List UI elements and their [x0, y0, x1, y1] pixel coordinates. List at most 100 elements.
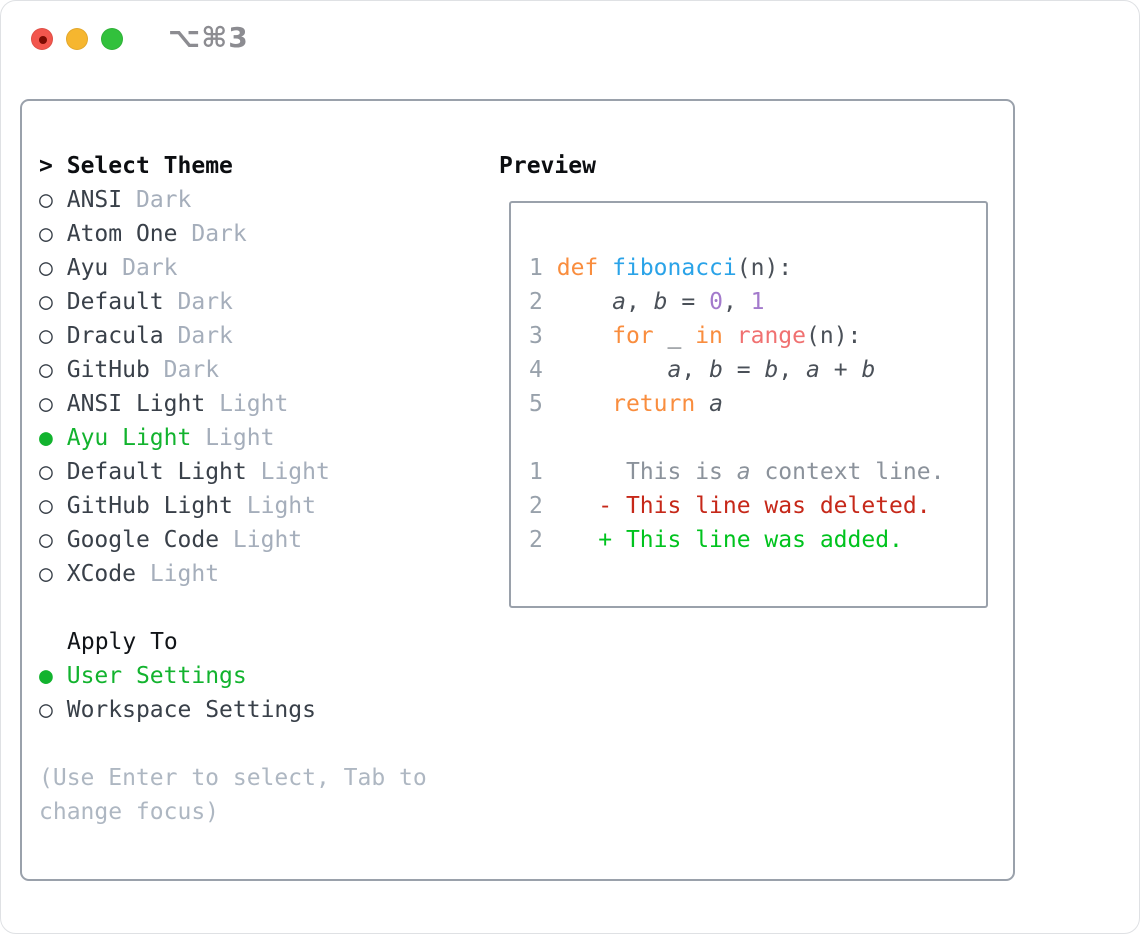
code-token: _	[653, 323, 696, 349]
theme-list: ○ ANSI Dark○ Atom One Dark○ Ayu Dark○ De…	[39, 183, 427, 591]
code-token: context line.	[750, 459, 945, 485]
radio-icon: ○	[39, 255, 53, 281]
code-token: - This line was deleted.	[598, 493, 931, 519]
line-number: 2	[529, 527, 543, 553]
radio-icon: ○	[39, 289, 53, 315]
theme-picker-panel: > Select Theme ○ ANSI Dark○ Atom One Dar…	[20, 99, 1015, 881]
theme-option-ayu-light[interactable]: ● Ayu Light Light	[39, 421, 427, 455]
theme-option-github[interactable]: ○ GitHub Dark	[39, 353, 427, 387]
line-number: 1	[529, 255, 543, 281]
radio-icon: ○	[39, 221, 53, 247]
apply-option-user-settings[interactable]: ● User Settings	[39, 659, 427, 693]
line-number: 3	[529, 323, 543, 349]
select-theme-label: Select Theme	[66, 153, 233, 179]
radio-icon: ○	[39, 323, 53, 349]
theme-variant: Light	[260, 459, 330, 485]
theme-option-ayu[interactable]: ○ Ayu Dark	[39, 251, 427, 285]
theme-name: Default Light	[66, 459, 247, 485]
code-token: ,	[778, 357, 807, 383]
code-token	[695, 391, 709, 417]
theme-option-default-light[interactable]: ○ Default Light Light	[39, 455, 427, 489]
code-token	[557, 527, 599, 553]
theme-variant: Dark	[191, 221, 247, 247]
theme-variant: Dark	[177, 289, 233, 315]
zoom-button[interactable]	[101, 28, 123, 50]
theme-option-github-light[interactable]: ○ GitHub Light Light	[39, 489, 427, 523]
code-token: ,	[681, 357, 710, 383]
theme-name: ANSI Light	[66, 391, 206, 417]
line-number: 2	[529, 289, 543, 315]
code-token: 1	[750, 289, 765, 315]
code-token: a	[612, 289, 626, 315]
code-token: return	[612, 391, 696, 417]
radio-icon: ○	[39, 697, 53, 723]
apply-to-list: ● User Settings○ Workspace Settings	[39, 659, 427, 727]
radio-icon: ○	[39, 527, 53, 553]
code-token	[557, 459, 626, 485]
code-line: 2 + This line was added.	[529, 523, 986, 557]
theme-name: GitHub	[66, 357, 150, 383]
hint-line-1: (Use Enter to select, Tab to	[39, 765, 427, 791]
code-token: a	[667, 357, 682, 383]
select-theme-header: > Select Theme	[39, 149, 427, 183]
theme-variant: Dark	[122, 255, 178, 281]
code-token: b	[861, 357, 876, 383]
radio-icon: ●	[39, 425, 53, 451]
theme-name: Ayu	[66, 255, 109, 281]
theme-option-default[interactable]: ○ Default Dark	[39, 285, 427, 319]
theme-option-ansi-light[interactable]: ○ ANSI Light Light	[39, 387, 427, 421]
line-number: 4	[529, 357, 543, 383]
code-token: This is	[625, 459, 737, 485]
theme-option-ansi[interactable]: ○ ANSI Dark	[39, 183, 427, 217]
radio-icon: ○	[39, 561, 53, 587]
theme-variant: Light	[205, 425, 275, 451]
theme-variant: Light	[246, 493, 316, 519]
theme-name: Google Code	[66, 527, 220, 553]
code-token: (n):	[736, 255, 793, 281]
code-token	[598, 255, 612, 281]
theme-name: Default	[66, 289, 164, 315]
focus-caret-icon: >	[39, 153, 53, 179]
theme-variant: Dark	[163, 357, 220, 383]
code-token	[557, 289, 612, 315]
code-token: 0	[709, 289, 723, 315]
minimize-button[interactable]	[66, 28, 88, 50]
code-token: (n):	[806, 323, 862, 349]
theme-option-xcode[interactable]: ○ XCode Light	[39, 557, 427, 591]
code-token	[557, 391, 612, 417]
close-button[interactable]	[31, 28, 53, 50]
code-token: range	[736, 323, 807, 349]
code-line	[529, 421, 986, 455]
theme-option-atom-one[interactable]: ○ Atom One Dark	[39, 217, 427, 251]
apply-option-workspace-settings[interactable]: ○ Workspace Settings	[39, 693, 427, 727]
code-line: 2 - This line was deleted.	[529, 489, 986, 523]
theme-option-google-code[interactable]: ○ Google Code Light	[39, 523, 427, 557]
code-token: b	[653, 289, 668, 315]
code-token	[723, 323, 737, 349]
theme-picker-column: > Select Theme ○ ANSI Dark○ Atom One Dar…	[39, 149, 427, 829]
theme-variant: Dark	[135, 187, 192, 213]
line-number: 2	[529, 493, 543, 519]
code-token	[557, 323, 612, 349]
code-token: +	[819, 357, 862, 383]
radio-icon: ○	[39, 493, 53, 519]
code-token: ,	[722, 289, 751, 315]
code-token: fibonacci	[612, 255, 737, 281]
radio-icon: ○	[39, 391, 53, 417]
theme-name: Atom One	[66, 221, 178, 247]
apply-to-header: Apply To	[67, 629, 178, 655]
theme-name: Ayu Light	[66, 425, 192, 451]
theme-option-dracula[interactable]: ○ Dracula Dark	[39, 319, 427, 353]
theme-name: XCode	[66, 561, 136, 587]
code-token	[557, 357, 668, 383]
radio-icon: ○	[39, 357, 53, 383]
close-dot-icon	[39, 36, 47, 44]
code-token: ,	[625, 289, 654, 315]
code-token: a	[806, 357, 820, 383]
line-number: 5	[529, 391, 543, 417]
code-token: for	[612, 323, 654, 349]
code-line: 1 def fibonacci(n):	[529, 251, 986, 285]
